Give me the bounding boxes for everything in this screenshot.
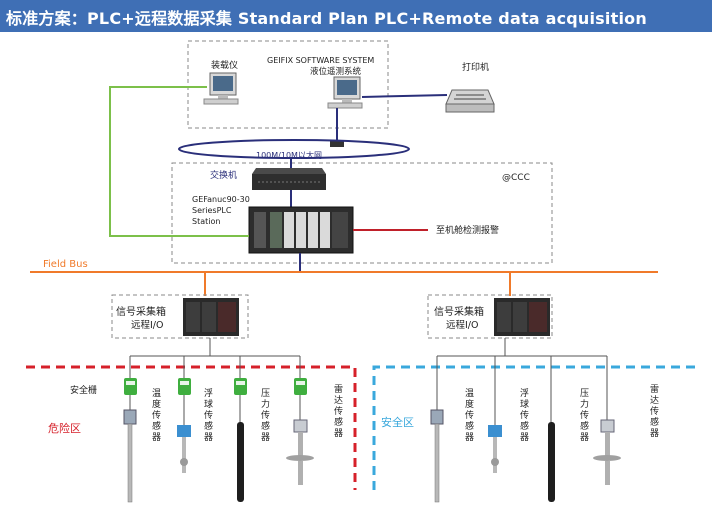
temperature-sensor-icon-2 — [430, 409, 444, 503]
ccc-label: @CCC — [502, 173, 530, 183]
pressure-sensor-icon-2 — [548, 422, 555, 502]
safety-barrier-icon-3 — [234, 378, 247, 395]
remote-io-cabinet-icon-2 — [494, 298, 550, 336]
radar-sensor-icon-2 — [593, 419, 621, 485]
sensor-label-2-4: 雷达传感器 — [650, 384, 659, 439]
remote-box-2-line2: 远程I/O — [446, 320, 478, 331]
printer-label: 打印机 — [462, 61, 489, 73]
loader-label: 装载仪 — [211, 59, 238, 71]
sensor-label-1-1: 温度传感器 — [152, 388, 161, 443]
sensor-label-1-3: 压力传感器 — [261, 388, 270, 443]
control-room-box — [187, 40, 389, 129]
remote-io-box-1 — [111, 294, 249, 339]
sensor-label-2-2: 浮球传感器 — [520, 387, 529, 443]
plc-label-line2: SeriesPLC — [192, 206, 232, 215]
safety-barrier-label: 安全栅 — [70, 384, 97, 396]
alarm-label: 至机舱检测报警 — [436, 224, 499, 236]
field-bus-label: Field Bus — [43, 259, 88, 270]
sensor-label-1-2: 浮球传感器 — [204, 387, 213, 443]
switch-icon — [252, 168, 326, 190]
ethernet-ring — [178, 139, 410, 159]
safety-barrier-icon-2 — [178, 378, 191, 395]
remote-box-1-line1: 信号采集箱 — [116, 305, 166, 318]
temperature-sensor-icon-1 — [123, 409, 137, 503]
loader-plc-link — [109, 86, 249, 237]
danger-zone-label: 危险区 — [48, 421, 81, 435]
safe-zone-label: 安全区 — [381, 415, 414, 429]
sensor-label-2-3: 压力传感器 — [580, 388, 589, 443]
printer-icon — [445, 89, 495, 113]
safety-barrier-icon-1 — [124, 378, 137, 395]
level-system-label: 液位遥测系统 — [310, 66, 362, 77]
page-title: 标准方案：PLC+远程数据采集 Standard Plan PLC+Remote… — [6, 9, 647, 28]
printer-link — [361, 94, 448, 98]
plc-label-line3: Station — [192, 217, 220, 226]
plc-station-box — [171, 162, 553, 264]
network-connector-icon — [330, 140, 344, 147]
plc-rack-icon — [248, 206, 354, 254]
software-system-label: GEIFIX SOFTWARE SYSTEM — [267, 56, 374, 65]
safety-barrier-icon-4 — [294, 378, 307, 395]
plc-label-line1: GEFanuc90-30 — [192, 195, 250, 204]
sensor-labels: 温度传感器 浮球传感器 压力传感器 雷达传感器 温度传感器 浮球传感器 压力传感器 雷达传感器 — [152, 384, 659, 443]
remote-io-cabinet-icon-1 — [183, 298, 239, 336]
float-sensor-icon-2 — [488, 425, 502, 473]
level-system-computer-icon — [327, 76, 363, 109]
header-bar: 标准方案：PLC+远程数据采集 Standard Plan PLC+Remote… — [0, 0, 712, 32]
remote-box-2-line1: 信号采集箱 — [434, 305, 484, 318]
switch-label: 交换机 — [210, 169, 237, 181]
float-sensor-icon-1 — [177, 425, 191, 473]
radar-sensor-icon-1 — [286, 419, 314, 485]
remote-box-1-line2: 远程I/O — [131, 320, 163, 331]
sensor-label-2-1: 温度传感器 — [465, 388, 474, 443]
pressure-sensor-icon-1 — [237, 422, 244, 502]
loader-computer-icon — [203, 72, 239, 105]
danger-zone-border — [26, 365, 357, 490]
safe-zone-border — [372, 365, 700, 490]
sensor-label-1-4: 雷达传感器 — [334, 384, 343, 439]
network-label: 100M/10M以太网 — [256, 150, 322, 160]
